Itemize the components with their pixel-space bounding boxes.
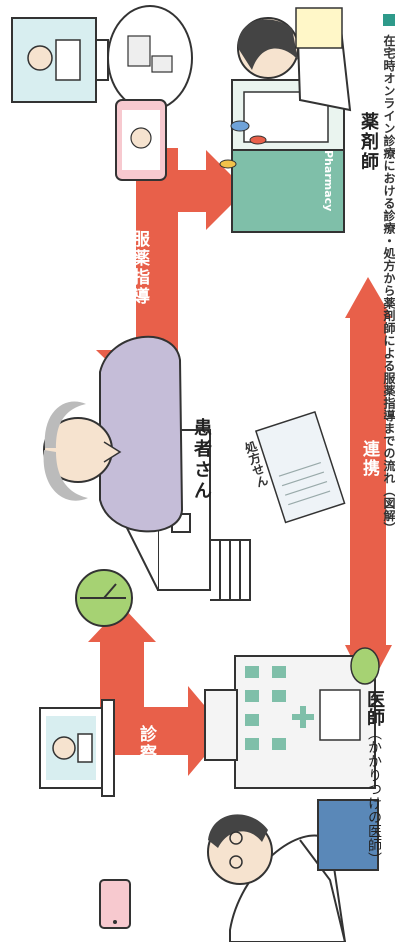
doctor-figure — [207, 799, 379, 942]
label-pharmacist: 薬剤師 — [358, 112, 379, 172]
guidance-arrow-label: 服薬指導 — [129, 230, 149, 306]
caption-mark-icon — [383, 14, 395, 26]
caption-text: 在宅時オンライン診療における診療・処方から薬剤師による服薬指導までの流れ（図解） — [382, 34, 395, 535]
collaboration-arrow-label: 連携 — [359, 440, 379, 478]
hospital-icon — [204, 647, 380, 789]
diagnosis-arrow-label: 診察・処方 — [136, 725, 156, 820]
plant-icon — [75, 569, 133, 627]
label-doctor: 医師（かかりつけの医師） — [361, 690, 387, 866]
monitor-icon — [11, 17, 109, 103]
guidance-arrow — [96, 148, 246, 386]
speech-bubble-icon — [107, 5, 193, 111]
prescription-icon — [254, 410, 346, 524]
pharmacy-icon — [219, 79, 345, 233]
pharmacist-figure — [237, 7, 352, 112]
doctor-subtitle: （かかりつけの医師） — [366, 726, 382, 866]
doctor-title: 医師 — [364, 690, 385, 726]
pharmacy-sign: Pharmacy — [322, 150, 335, 212]
smartphone-icon — [115, 99, 167, 181]
laptop-icon — [39, 699, 115, 797]
caption: 在宅時オンライン診療における診療・処方から薬剤師による服薬指導までの流れ（図解） — [381, 14, 395, 535]
patient-figure — [43, 335, 184, 533]
label-patient: 患者さん — [191, 418, 212, 502]
phone-icon — [99, 879, 131, 929]
diagnosis-arrow — [88, 606, 226, 776]
